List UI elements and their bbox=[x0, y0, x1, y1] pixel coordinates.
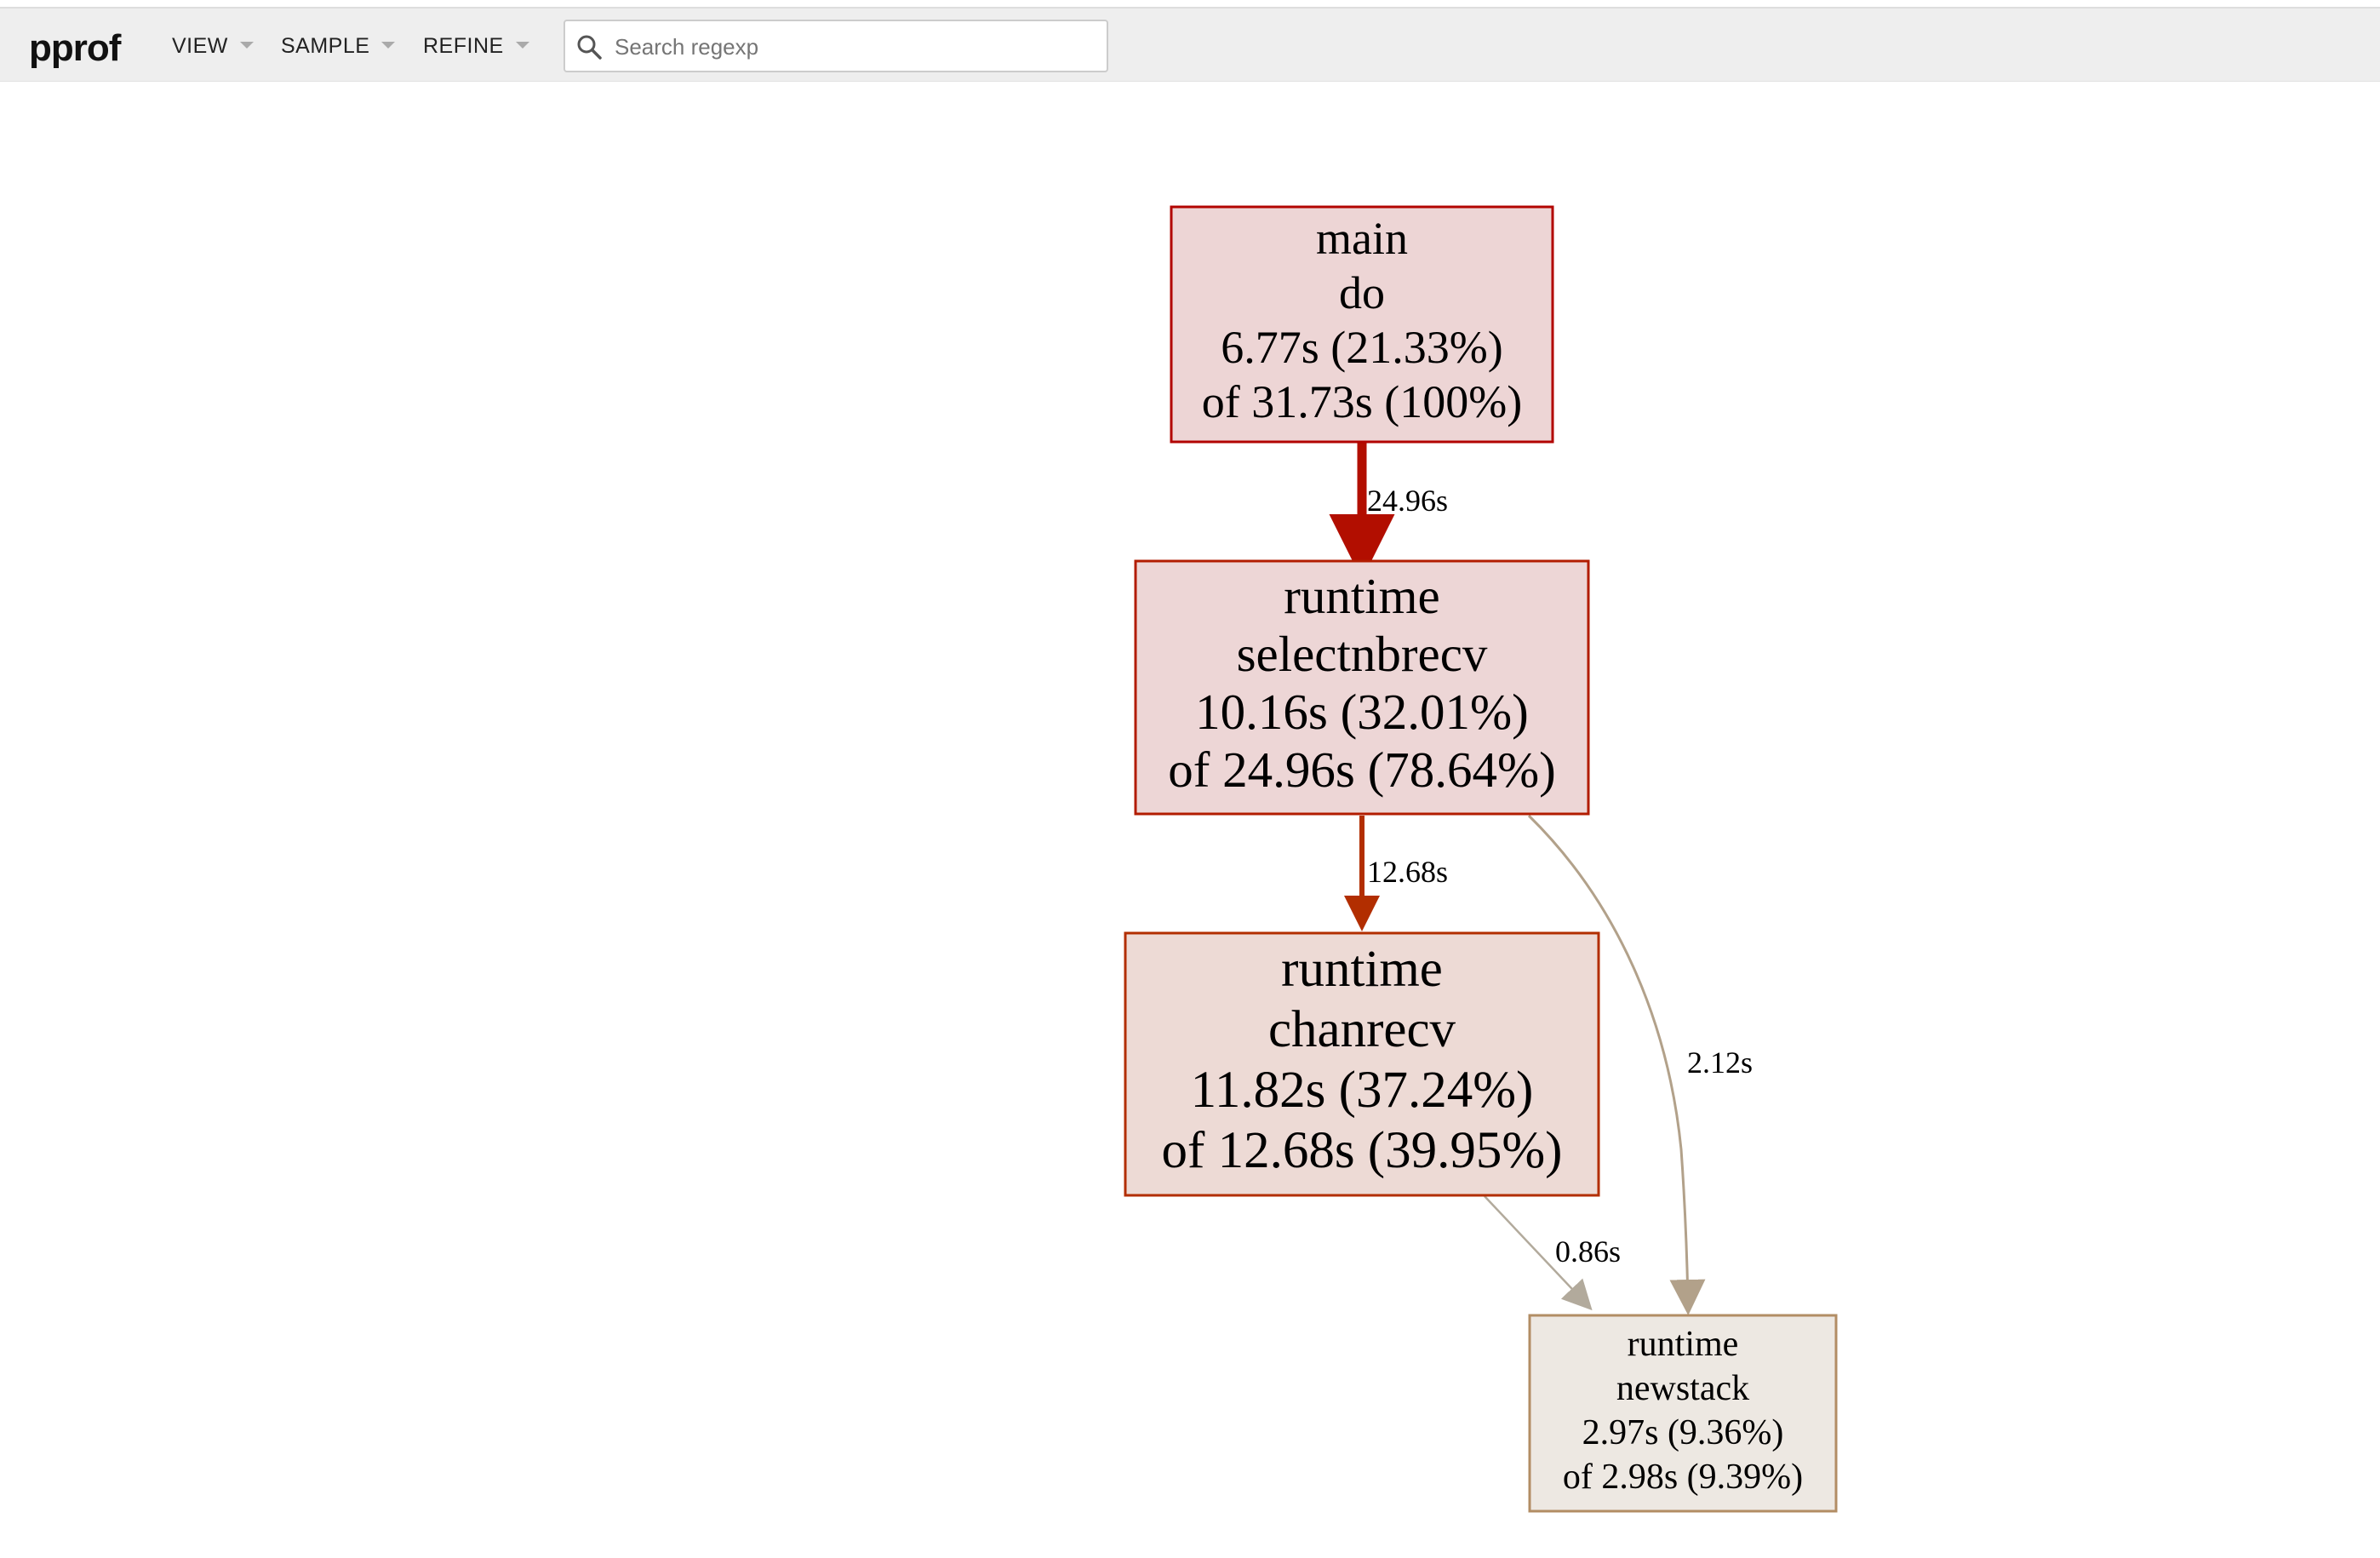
node-flat: 2.97s (9.36%) bbox=[1582, 1413, 1784, 1452]
node-cum: of 2.98s (9.39%) bbox=[1563, 1458, 1803, 1497]
chevron-down-icon bbox=[515, 41, 529, 49]
window-top-edge bbox=[0, 0, 2380, 7]
refine-menu-label: REFINE bbox=[423, 34, 504, 58]
node-cum: of 24.96s (78.64%) bbox=[1168, 742, 1556, 798]
view-menu[interactable]: VIEW bbox=[172, 34, 254, 59]
node-flat: 11.82s (37.24%) bbox=[1191, 1062, 1534, 1119]
search-box[interactable] bbox=[564, 20, 1108, 72]
node-func: do bbox=[1339, 267, 1385, 318]
node-package: main bbox=[1316, 213, 1408, 264]
search-icon bbox=[577, 35, 602, 60]
edge-selectnbrecv-to-chanrecv[interactable]: 12.68s bbox=[1344, 816, 1448, 931]
refine-menu[interactable]: REFINE bbox=[423, 34, 529, 59]
edge-label: 2.12s bbox=[1687, 1045, 1753, 1080]
node-main-do[interactable]: main do 6.77s (21.33%) of 31.73s (100%) bbox=[1170, 205, 1554, 444]
edge-label: 24.96s bbox=[1367, 484, 1448, 518]
search-input[interactable] bbox=[613, 28, 1093, 66]
node-box bbox=[1134, 559, 1590, 816]
node-box bbox=[1170, 205, 1554, 444]
node-flat: 6.77s (21.33%) bbox=[1221, 322, 1502, 373]
node-cum: of 12.68s (39.95%) bbox=[1162, 1122, 1563, 1179]
edge-line bbox=[1484, 1195, 1593, 1311]
view-menu-label: VIEW bbox=[172, 34, 228, 58]
node-box bbox=[1528, 1314, 1838, 1513]
node-func: selectnbrecv bbox=[1237, 626, 1488, 682]
edge-selectnbrecv-to-newstack[interactable]: 2.12s bbox=[1527, 814, 1753, 1315]
node-flat: 10.16s (32.01%) bbox=[1195, 684, 1529, 740]
chevron-down-icon bbox=[381, 41, 396, 49]
node-package: runtime bbox=[1284, 568, 1440, 624]
node-runtime-chanrecv[interactable]: runtime chanrecv 11.82s (37.24%) of 12.6… bbox=[1124, 931, 1600, 1197]
edge-label: 0.86s bbox=[1555, 1234, 1621, 1269]
node-func: chanrecv bbox=[1268, 1001, 1456, 1058]
node-box bbox=[1124, 931, 1600, 1197]
node-package: runtime bbox=[1628, 1325, 1739, 1364]
node-cum: of 31.73s (100%) bbox=[1202, 376, 1522, 427]
app-logo[interactable]: pprof bbox=[29, 27, 121, 69]
call-graph: 24.96s 12.68s 2.12s 0.86s main do 6.77s … bbox=[1124, 205, 1838, 1513]
node-package: runtime bbox=[1281, 941, 1443, 998]
node-runtime-selectnbrecv[interactable]: runtime selectnbrecv 10.16s (32.01%) of … bbox=[1134, 559, 1590, 816]
chevron-down-icon bbox=[239, 41, 254, 49]
sample-menu-label: SAMPLE bbox=[281, 34, 370, 58]
node-runtime-newstack[interactable]: runtime newstack 2.97s (9.36%) of 2.98s … bbox=[1528, 1314, 1838, 1513]
edge-line bbox=[1527, 814, 1706, 1315]
sample-menu[interactable]: SAMPLE bbox=[281, 34, 396, 59]
edge-label: 12.68s bbox=[1367, 855, 1448, 889]
toolbar: pprof VIEW SAMPLE REFINE bbox=[0, 7, 2380, 82]
edge-do-to-selectnbrecv[interactable]: 24.96s bbox=[1329, 443, 1448, 580]
edge-chanrecv-to-newstack[interactable]: 0.86s bbox=[1484, 1195, 1621, 1311]
node-func: newstack bbox=[1616, 1369, 1749, 1408]
